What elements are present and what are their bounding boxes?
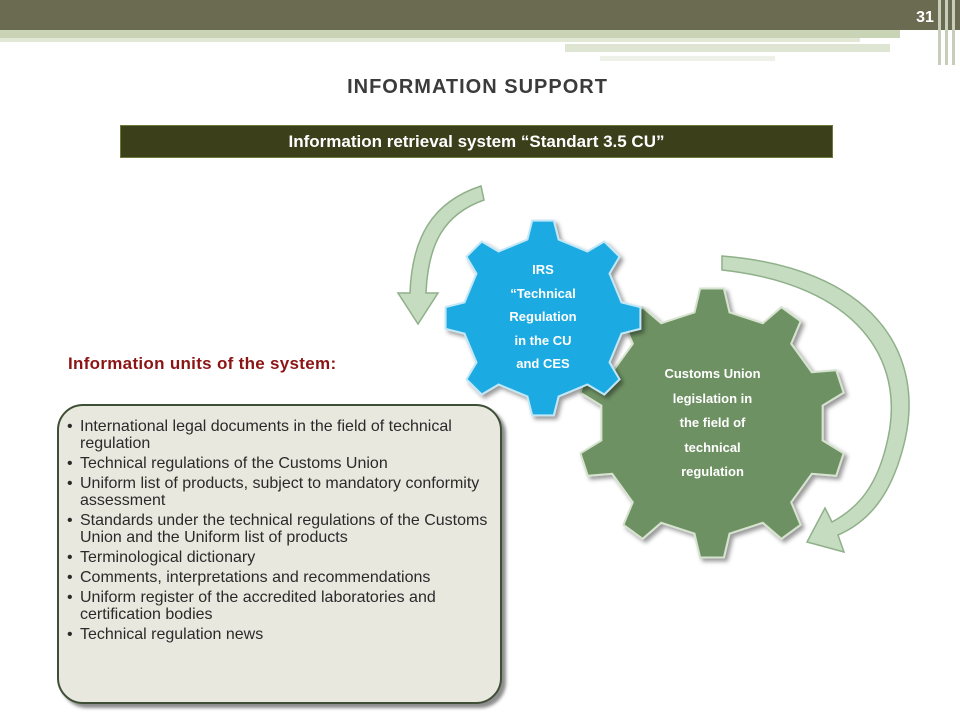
right-rule: [938, 0, 941, 65]
list-item: • Terminological dictionary: [67, 549, 490, 566]
subtitle-banner: Information retrieval system “Standart 3…: [120, 125, 833, 158]
list-item: • International legal documents in the fi…: [67, 418, 490, 452]
top-banner: [0, 0, 960, 30]
top-stripe: [600, 56, 775, 61]
list-item: • Technical regulation news: [67, 626, 490, 643]
gear-irs-line: and CES: [516, 356, 570, 371]
list-item-text: Uniform list of products, subject to man…: [80, 475, 480, 509]
list-item: • Standards under the technical regulatio…: [67, 512, 490, 546]
gear-irs-line: “Technical: [510, 285, 576, 301]
bullet: •: [67, 475, 73, 492]
list-item: • Technical regulations of the Customs Un…: [67, 455, 490, 472]
list-item: • Uniform register of the accredited labo…: [67, 589, 490, 623]
subtitle-text: Information retrieval system “Standart 3…: [288, 132, 665, 151]
bullet: •: [67, 589, 73, 606]
bullet: •: [67, 549, 73, 566]
right-rule: [945, 0, 948, 65]
units-list: • International legal documents in the fi…: [67, 418, 490, 643]
gear-customs-line: the field of: [679, 415, 746, 430]
gear-customs-line: legislation in: [672, 390, 753, 406]
list-item-text: Uniform register of the accredited labor…: [80, 589, 436, 623]
units-heading-colon: :: [330, 354, 337, 373]
list-item-text: Terminological dictionary: [80, 549, 256, 566]
list-item-text: Technical regulations of the Customs Uni…: [80, 455, 388, 472]
gear-irs-line: in the CU: [514, 332, 572, 348]
gear-customs-line: Customs Union: [664, 366, 761, 381]
gear-irs: [444, 219, 642, 417]
bullet: •: [67, 569, 73, 586]
gear-irs-line: IRS: [532, 262, 554, 277]
top-stripe: [0, 30, 900, 38]
gear-customs-line: regulation: [681, 464, 744, 479]
bullet: •: [67, 512, 73, 529]
slide-number: 31: [916, 9, 934, 26]
gear-irs-label: IRS “Technical Regulation in the CU and …: [480, 258, 606, 376]
units-heading-text: Information units of the system: [68, 354, 331, 373]
gear-irs-line: Regulation: [509, 309, 577, 324]
page-title: INFORMATION SUPPORT: [347, 76, 608, 98]
list-item-text: Comments, interpretations and recommenda…: [80, 569, 431, 586]
top-stripe: [565, 44, 890, 52]
top-stripe: [0, 38, 860, 42]
list-item-text: International legal documents in the fie…: [80, 418, 452, 452]
bullet: •: [67, 626, 73, 643]
curved-arrow-right: [721, 255, 910, 554]
list-item: • Comments, interpretations and recommend…: [67, 569, 490, 586]
curved-arrow-left: [396, 185, 485, 326]
list-item-text: Technical regulation news: [80, 626, 264, 643]
gear-customs-line: technical: [684, 439, 741, 455]
right-rule: [952, 0, 955, 65]
bullet: •: [67, 418, 73, 435]
list-item: • Uniform list of products, subject to ma…: [67, 475, 490, 509]
bullet: •: [67, 455, 73, 472]
units-box: • International legal documents in the fi…: [57, 404, 502, 704]
list-item-text: Standards under the technical regulation…: [80, 512, 488, 546]
units-heading: Information units of the system:: [68, 354, 336, 374]
gear-customs-label: Customs Union legislation in the field o…: [650, 362, 775, 485]
